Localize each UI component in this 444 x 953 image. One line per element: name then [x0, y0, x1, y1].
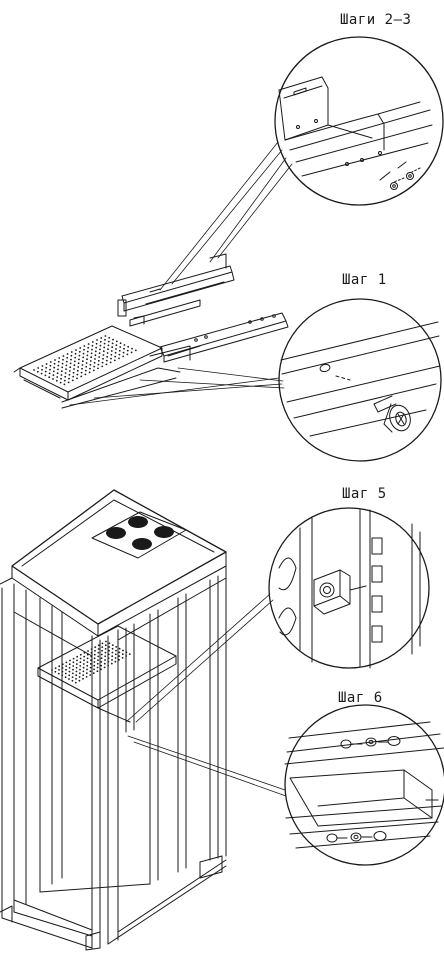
- detail-circle-step-1: [278, 298, 442, 462]
- detail-circle-steps-2-3: [274, 36, 444, 206]
- shelf-perforations: [33, 335, 137, 386]
- detail-circle-step-5: [268, 507, 430, 669]
- step-label-step-5: Шаг 5: [342, 486, 387, 502]
- rack-cabinet: [0, 489, 227, 951]
- step-label-steps-2-3: Шаги 2–3: [340, 12, 412, 28]
- rail-assembly: [13, 253, 289, 409]
- leader-lines-step-5: [125, 593, 274, 723]
- step-label-step-6: Шаг 6: [338, 690, 383, 706]
- leader-lines-step-6: [127, 735, 287, 797]
- leader-lines-step-1: [69, 367, 285, 406]
- step-label-step-1: Шаг 1: [342, 272, 387, 288]
- detail-circle-step-6: [284, 704, 444, 866]
- leader-lines-steps-2-3: [159, 141, 293, 291]
- rack-shelf-perforations: [51, 640, 131, 684]
- roof-fan-grilles: [106, 516, 174, 550]
